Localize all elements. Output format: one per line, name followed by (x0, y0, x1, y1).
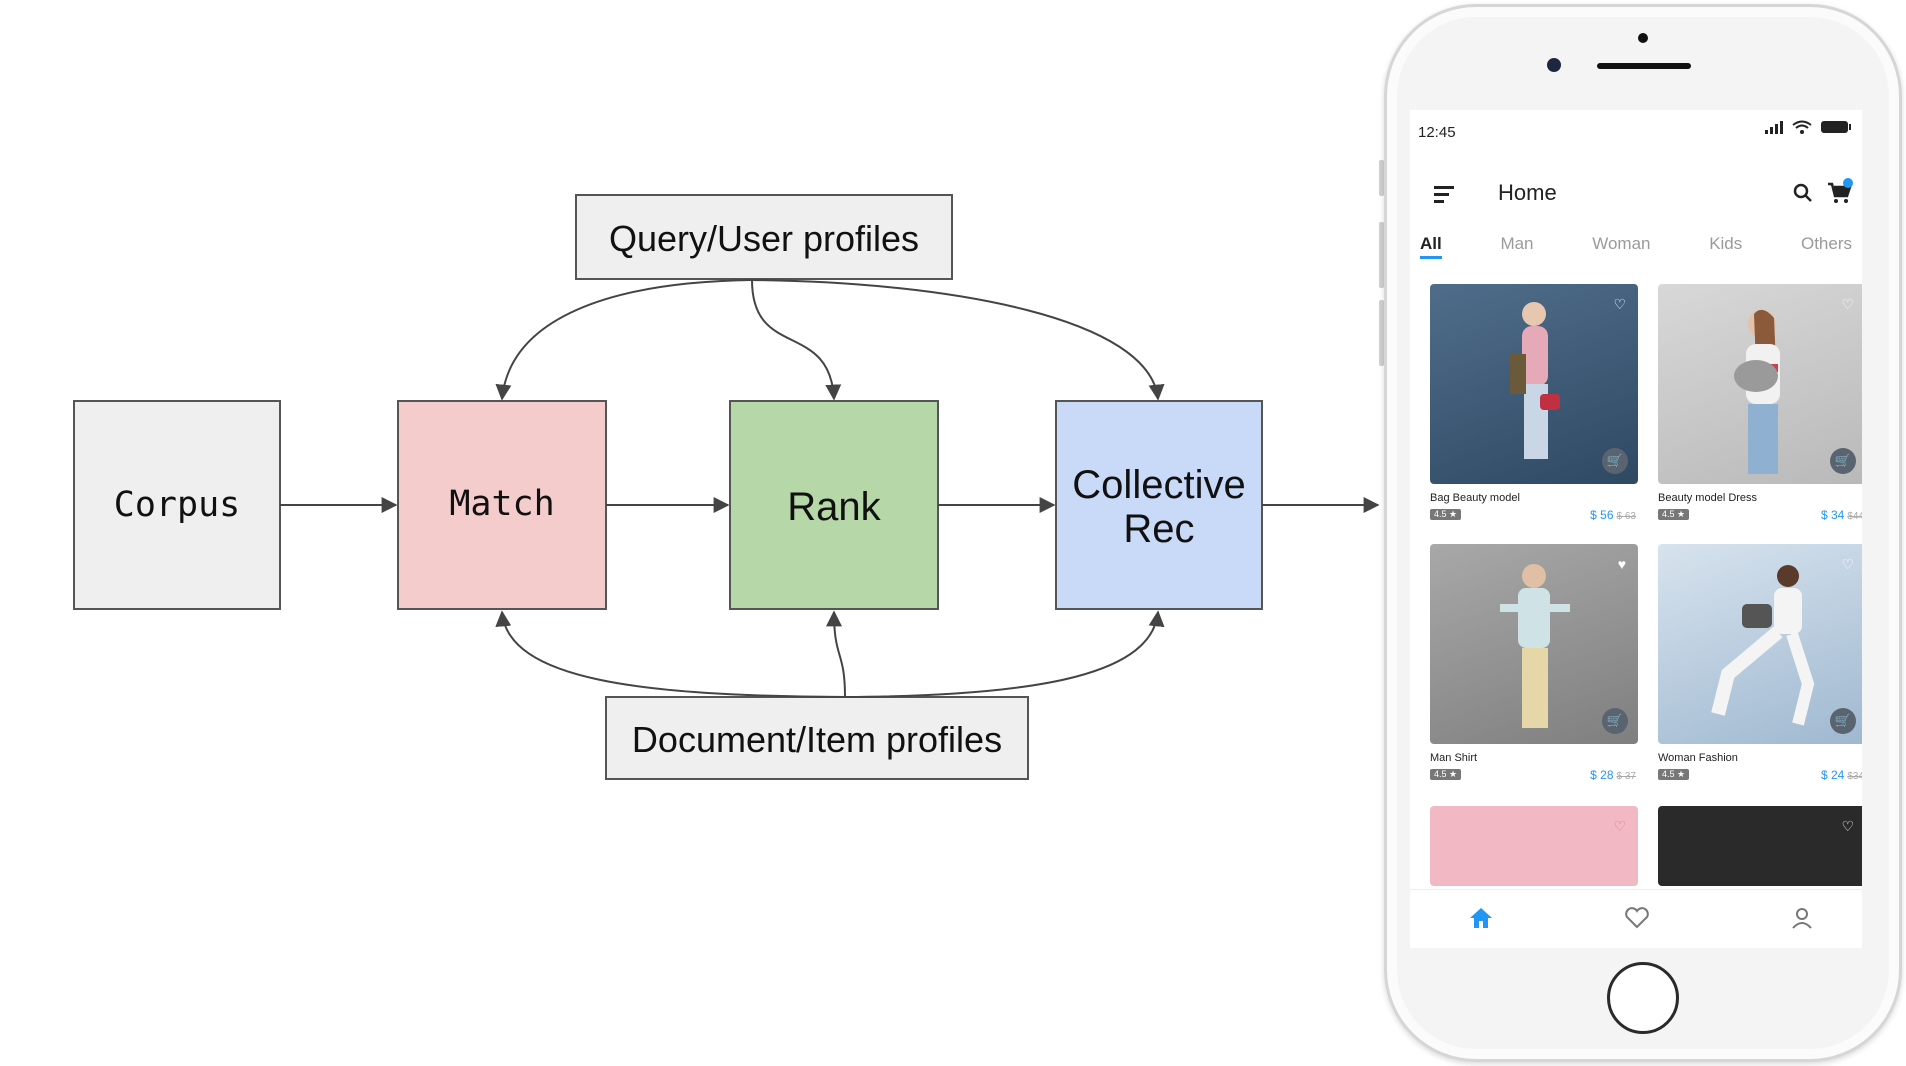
arrow-document-to-rank (826, 610, 846, 698)
old-price: $ 63 (1616, 511, 1636, 522)
arrow-document-to-match (495, 610, 846, 698)
product-card[interactable]: ♡ (1658, 806, 1862, 886)
favorite-heart-icon[interactable]: ♡ (1613, 818, 1626, 834)
product-photo: ♥ 🛒 (1430, 544, 1638, 744)
product-price: $ 28$ 37 (1590, 768, 1636, 782)
rating-badge: 4.5 ★ (1430, 769, 1462, 780)
status-time: 12:45 (1418, 124, 1456, 141)
add-to-cart-icon[interactable]: 🛒 (1602, 448, 1628, 474)
tab-woman[interactable]: Woman (1592, 234, 1651, 253)
phone-screen: 12:45 Home All Man Woman Kids Others ♡ 🛒… (1410, 110, 1862, 948)
rating-badge: 4.5 ★ (1658, 509, 1690, 520)
cart-icon[interactable] (1826, 178, 1854, 206)
product-price: $ 34$44 (1820, 508, 1862, 522)
arrow-document-to-collective (844, 610, 1165, 698)
product-photo: ♡ (1658, 806, 1862, 886)
battery-icon (1821, 121, 1851, 133)
collective-rec-label-line1: Collective (1072, 463, 1245, 507)
product-card[interactable]: ♡ 🛒 Bag Beauty model 4.5 ★ $ 56$ 63 (1430, 284, 1638, 522)
tab-others[interactable]: Others (1800, 234, 1852, 253)
rank-label: Rank (787, 485, 881, 529)
app-bar: Home (1410, 174, 1862, 214)
phone-camera (1547, 58, 1561, 72)
arrow-query-to-rank (751, 279, 842, 401)
arrow-query-to-match (495, 279, 753, 401)
favorite-heart-icon[interactable]: ♥ (1617, 556, 1626, 572)
product-name: Beauty model Dress (1658, 492, 1758, 504)
phone-side-button-1 (1379, 160, 1384, 196)
phone-sensor-dot (1638, 33, 1648, 43)
product-photo: ♡ 🛒 (1658, 284, 1862, 484)
phone-side-button-3 (1379, 300, 1384, 366)
product-card[interactable]: ♡ 🛒 Woman Fashion 4.5 ★ $ 24$34 (1658, 544, 1862, 782)
phone-home-button[interactable] (1607, 962, 1679, 1034)
product-name: Bag Beauty model (1430, 492, 1520, 504)
product-name: Woman Fashion (1658, 752, 1738, 764)
old-price: $44 (1847, 511, 1862, 522)
sort-menu-icon[interactable] (1434, 184, 1456, 204)
model-figure (1711, 565, 1815, 726)
product-photo: ♡ 🛒 (1430, 284, 1638, 484)
home-nav-icon[interactable] (1468, 906, 1494, 930)
favorite-heart-icon[interactable]: ♡ (1841, 818, 1854, 834)
model-figure (1500, 564, 1570, 728)
recommendation-pipeline-diagram: Query/User profiles Document/Item profil… (73, 194, 1380, 780)
product-card[interactable]: ♡ 🛒 Beauty model Dress 4.5 ★ $ 34$44 (1658, 284, 1862, 522)
search-icon[interactable] (1792, 182, 1814, 204)
profile-nav-icon[interactable] (1790, 906, 1814, 930)
wifi-icon (1792, 120, 1812, 134)
document-profiles-box (605, 696, 1029, 780)
product-price: $ 24$34 (1820, 768, 1862, 782)
add-to-cart-icon[interactable]: 🛒 (1602, 708, 1628, 734)
favorite-heart-icon[interactable]: ♡ (1841, 556, 1854, 572)
old-price: $ 37 (1616, 771, 1636, 782)
add-to-cart-icon[interactable]: 🛒 (1830, 448, 1856, 474)
arrow-query-to-collective (751, 279, 1165, 401)
phone-side-button-2 (1379, 222, 1384, 288)
rating-badge: 4.5 ★ (1430, 509, 1462, 520)
tab-man[interactable]: Man (1500, 234, 1534, 253)
bottom-navigation (1410, 889, 1862, 948)
product-photo: ♡ (1430, 806, 1638, 886)
document-profiles-label: Document/Item profiles (632, 719, 1002, 760)
query-profiles-label: Query/User profiles (609, 218, 919, 259)
status-icons (1764, 120, 1852, 134)
favorite-heart-icon[interactable]: ♡ (1841, 296, 1854, 312)
signal-icon (1765, 121, 1783, 134)
favorite-heart-icon[interactable]: ♡ (1613, 296, 1626, 312)
rank-node (729, 400, 939, 610)
tab-kids[interactable]: Kids (1709, 234, 1743, 253)
phone-speaker (1597, 63, 1691, 69)
favorites-nav-icon[interactable] (1624, 906, 1650, 930)
page-title: Home (1498, 180, 1557, 205)
product-card[interactable]: ♥ 🛒 Man Shirt 4.5 ★ $ 28$ 37 (1430, 544, 1638, 782)
model-figure (1510, 302, 1560, 459)
product-card[interactable]: ♡ (1430, 806, 1638, 886)
old-price: $34 (1847, 771, 1862, 782)
product-price: $ 56$ 63 (1590, 508, 1636, 522)
rating-badge: 4.5 ★ (1658, 769, 1690, 780)
collective-rec-label-line2: Rec (1123, 507, 1194, 551)
collective-rec-node (1055, 400, 1263, 610)
corpus-label: Corpus (114, 485, 240, 525)
add-to-cart-icon[interactable]: 🛒 (1830, 708, 1856, 734)
product-photo: ♡ 🛒 (1658, 544, 1862, 744)
match-label: Match (449, 484, 554, 524)
query-profiles-box (575, 194, 953, 280)
product-name: Man Shirt (1430, 752, 1478, 764)
tab-all[interactable]: All (1420, 234, 1442, 259)
model-figure (1734, 309, 1780, 474)
corpus-node (73, 400, 281, 610)
category-tabs: All Man Woman Kids Others (1420, 234, 1852, 259)
match-node (397, 400, 607, 610)
